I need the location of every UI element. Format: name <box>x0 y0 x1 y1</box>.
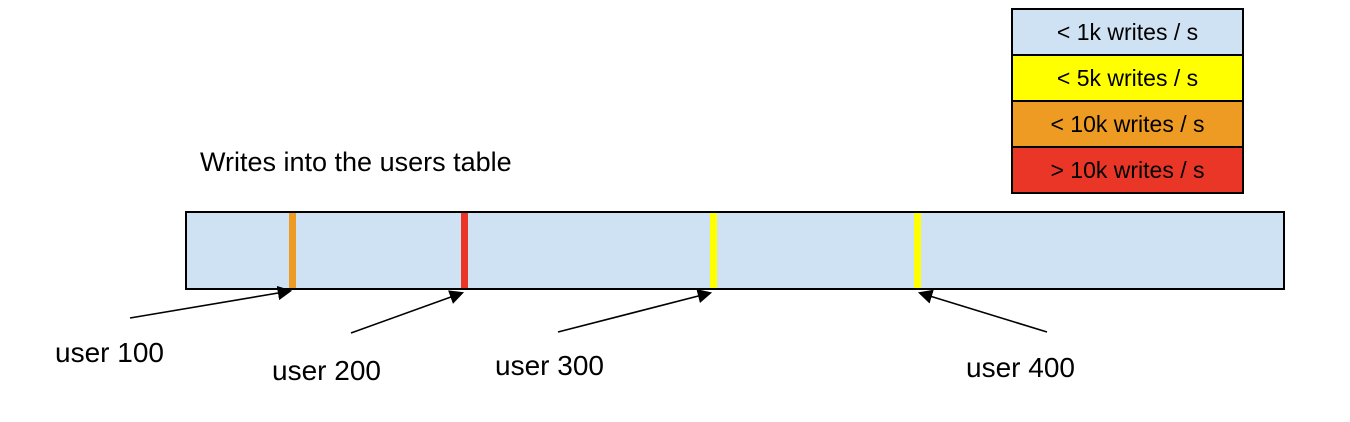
hotspot-stripe-user-100 <box>289 213 296 288</box>
legend-item-label: < 1k writes / s <box>1056 18 1199 45</box>
legend: < 1k writes / s < 5k writes / s < 10k wr… <box>1011 8 1244 194</box>
arrow-user-300 <box>557 289 713 333</box>
label-user-300: user 300 <box>495 350 604 381</box>
hotspot-stripe-user-400 <box>914 213 921 288</box>
hotspot-stripe-user-200 <box>461 213 468 288</box>
legend-item-label: < 10k writes / s <box>1050 110 1205 137</box>
legend-item-lt-10k: < 10k writes / s <box>1013 102 1242 146</box>
label-user-200: user 200 <box>272 355 381 386</box>
arrow-user-100 <box>129 285 293 319</box>
arrow-user-400 <box>917 289 1048 333</box>
legend-item-lt-5k: < 5k writes / s <box>1013 56 1242 100</box>
legend-item-label: < 5k writes / s <box>1056 64 1199 91</box>
legend-item-gt-10k: > 10k writes / s <box>1013 148 1242 192</box>
arrow-user-200 <box>350 290 465 334</box>
label-user-400: user 400 <box>966 352 1075 383</box>
users-table-bar <box>185 211 1285 290</box>
legend-item-label: > 10k writes / s <box>1050 156 1205 183</box>
hotspot-stripe-user-300 <box>710 213 717 288</box>
diagram-title: Writes into the users table <box>200 147 512 177</box>
label-user-100: user 100 <box>55 337 164 368</box>
legend-item-lt-1k: < 1k writes / s <box>1013 10 1242 54</box>
